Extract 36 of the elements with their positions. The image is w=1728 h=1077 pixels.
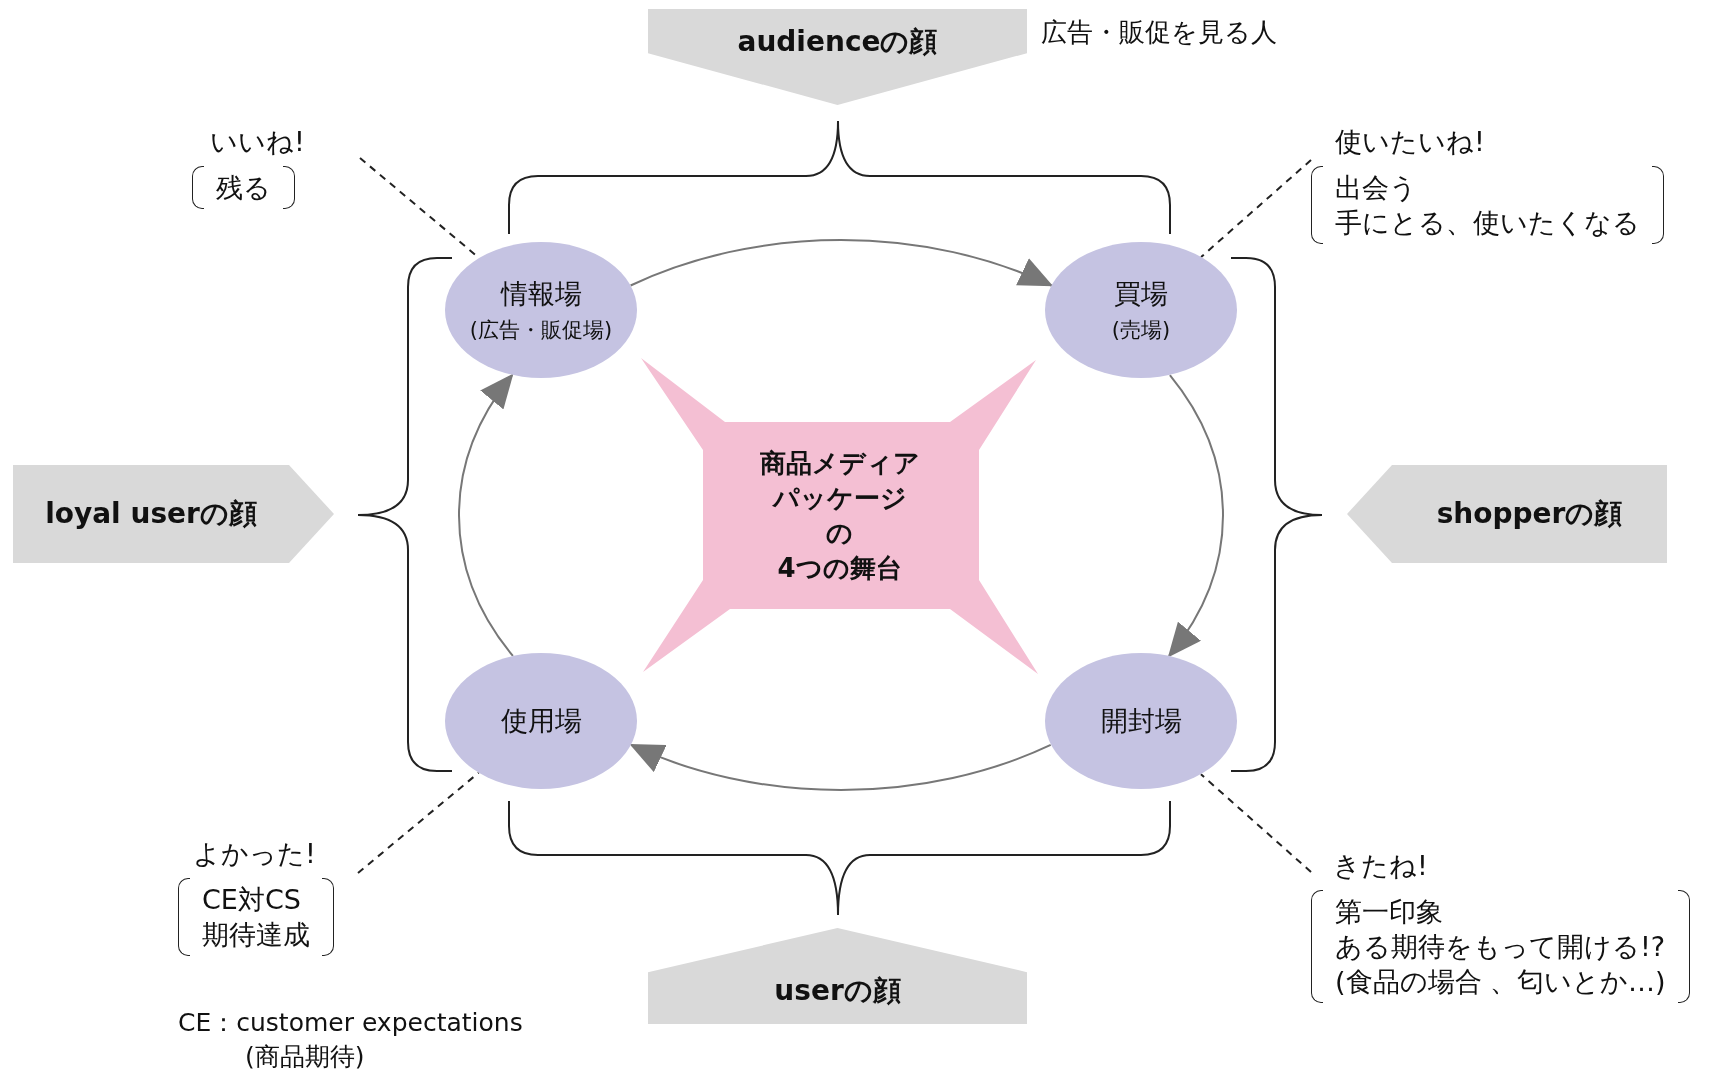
- cycle-arrow: [629, 743, 1052, 791]
- banner-label: userの顔: [774, 973, 901, 1009]
- beside-note: 広告・販促を見る人: [1041, 16, 1277, 49]
- note-text: 出会う: [1335, 171, 1418, 205]
- note-text: 期待達成: [202, 918, 310, 953]
- stage-name: 買場: [1114, 277, 1168, 311]
- stage-subtitle: (広告・販促場): [469, 317, 613, 344]
- banner-label: loyal userの顔: [45, 496, 257, 532]
- note-text: 手にとる、使いたくなる: [1335, 206, 1640, 241]
- banner-label: shopperの顔: [1436, 496, 1623, 532]
- center-title: パッケージ: [772, 481, 907, 515]
- center-title: 4つの舞台: [777, 552, 902, 586]
- footnote-text: CE：customer expectations: [178, 1007, 523, 1039]
- exclamation-text: 使いたいね!: [1335, 125, 1485, 159]
- note-text: ある期待をもって開ける!?: [1335, 930, 1666, 965]
- note-text: CE対CS: [202, 883, 302, 917]
- exclamation-text: いいね!: [210, 125, 305, 159]
- note-text: 残る: [216, 171, 271, 205]
- leader-line: [1199, 773, 1312, 873]
- note-text: 第一印象: [1335, 895, 1444, 929]
- stage-name: 使用場: [500, 704, 582, 738]
- stage-subtitle: (売場): [1111, 317, 1171, 344]
- cycle-arrow: [1167, 374, 1224, 658]
- cycle-arrow: [458, 373, 514, 657]
- exclamation-text: よかった!: [193, 837, 316, 871]
- stage-name: 開封場: [1100, 704, 1182, 738]
- center-title: 商品メディア: [759, 446, 920, 480]
- exclamation-text: きたね!: [1333, 849, 1428, 883]
- footnote-text: (商品期待): [245, 1041, 365, 1073]
- cycle-arrow: [629, 239, 1054, 288]
- leader-line: [357, 771, 480, 874]
- leader-line: [1200, 159, 1312, 258]
- center-title: の: [826, 517, 853, 550]
- note-text: (食品の場合 、匂いとか…): [1335, 965, 1666, 1000]
- banner-label: audienceの顔: [737, 24, 938, 60]
- stage-name: 情報場: [500, 277, 582, 311]
